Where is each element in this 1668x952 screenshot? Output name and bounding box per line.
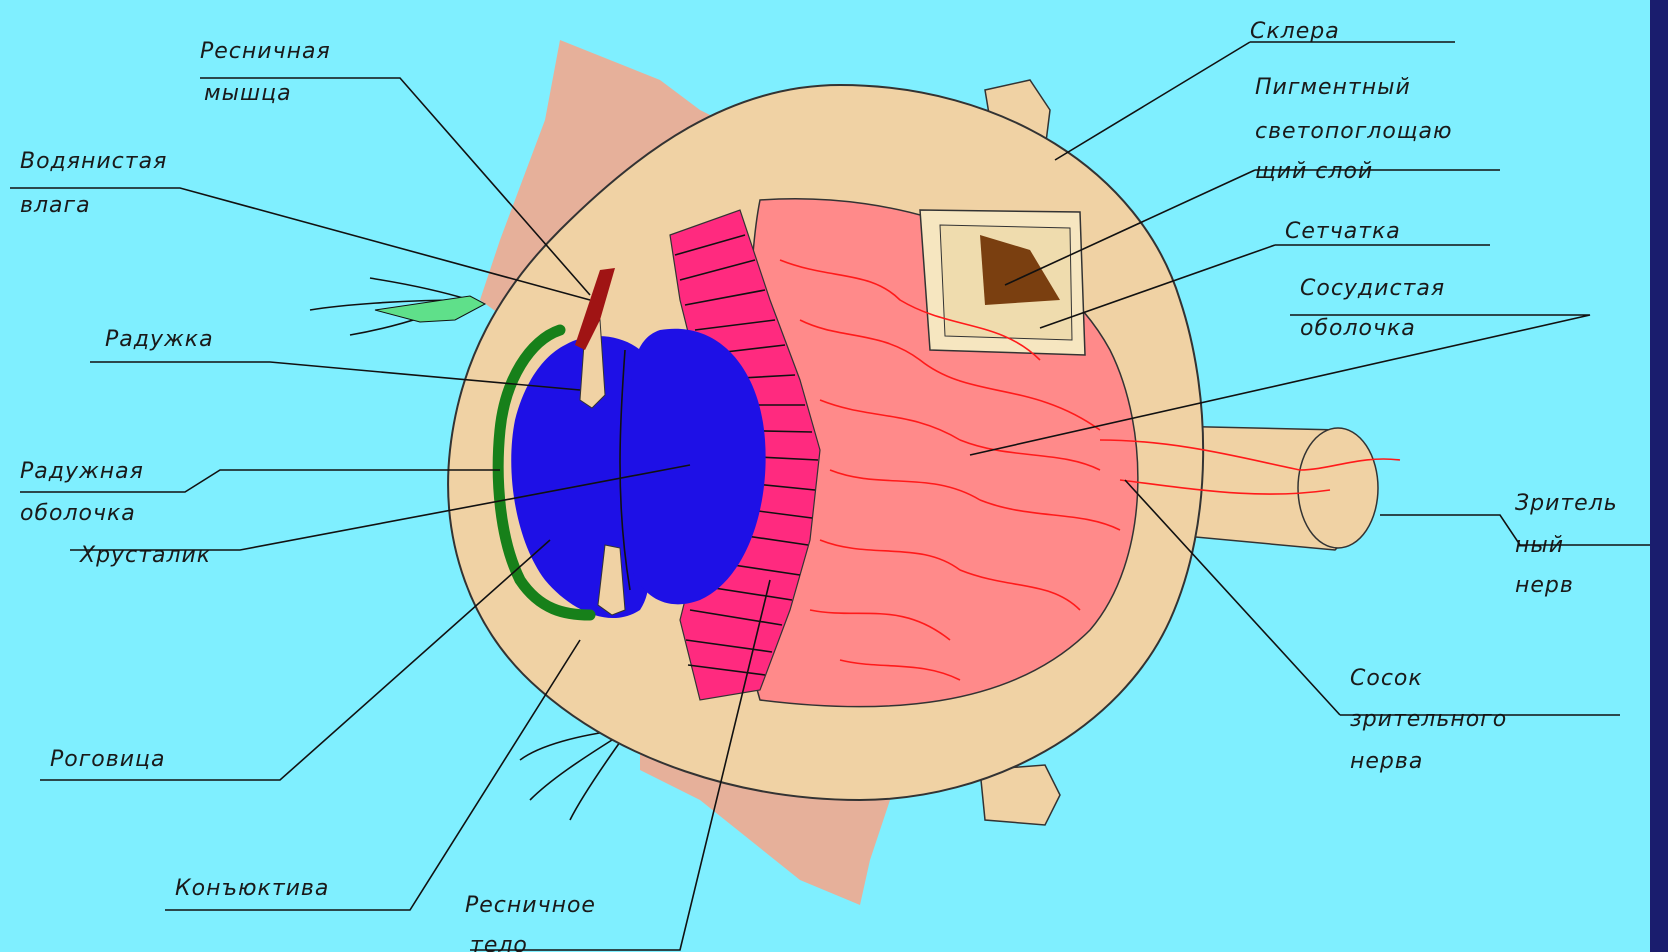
ciliary-body-line1: Ресничное [465, 893, 596, 918]
cornea-line1: Роговица [50, 747, 165, 772]
optic-disc-line1: Сосок [1350, 666, 1423, 691]
right-edge-bar [1650, 0, 1668, 952]
lens-line1: Хрусталик [79, 543, 211, 568]
ciliary-muscle-line2: мышца [204, 81, 292, 106]
retina-line1: Сетчатка [1285, 219, 1401, 244]
pigment-line2: светопоглощаю [1255, 119, 1453, 144]
pigment-line1: Пигментный [1255, 75, 1411, 100]
eyelashes-lower [520, 730, 625, 820]
label-iris-membrane: Радужная оболочка [20, 459, 500, 526]
optic-nerve-end [1298, 428, 1378, 548]
label-conjunctiva: Конъюктива [165, 640, 580, 910]
aqueous-humor-line1: Водянистая [20, 149, 167, 174]
optic-nerve-line3: нерв [1515, 573, 1574, 598]
pigment-line3: щий слой [1255, 159, 1373, 184]
iris-line1: Радужка [105, 327, 214, 352]
optic-disc-line3: нерва [1350, 749, 1423, 774]
ciliary-muscle-line1: Ресничная [200, 39, 331, 64]
optic-nerve-line1: Зритель [1515, 491, 1618, 516]
iris-membrane-line2: оболочка [20, 501, 136, 526]
choroid-line1: Сосудистая [1300, 276, 1445, 301]
optic-disc-line2: зрительного [1350, 707, 1507, 732]
choroid-line2: оболочка [1300, 316, 1416, 341]
ciliary-body-line2: тело [470, 933, 528, 952]
sclera-line1: Склера [1250, 19, 1340, 44]
label-optic-nerve: Зритель ный нерв [1380, 491, 1650, 598]
conjunctiva-line1: Конъюктива [175, 876, 329, 901]
aqueous-humor-line2: влага [20, 193, 91, 218]
iris-membrane-line1: Радужная [20, 459, 144, 484]
